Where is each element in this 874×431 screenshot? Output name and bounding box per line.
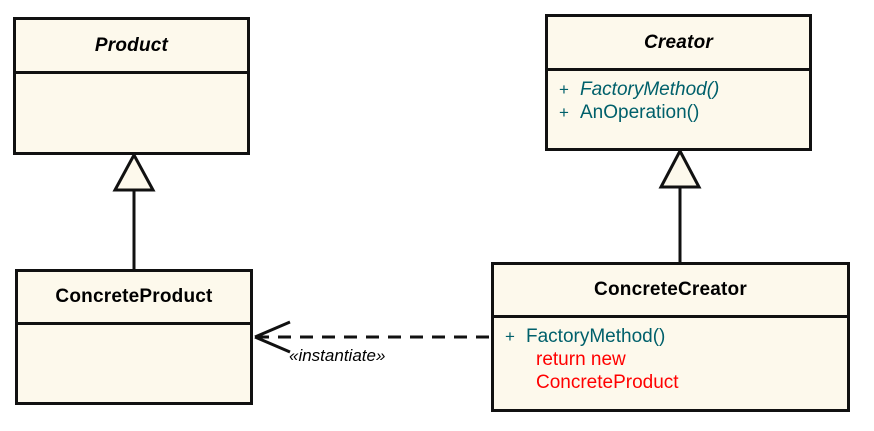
member-visibility: +	[505, 327, 515, 346]
class-members-compartment-creator: + FactoryMethod() + AnOperation()	[548, 71, 809, 148]
class-name-product: Product	[94, 34, 169, 56]
member-row: + FactoryMethod()	[548, 78, 809, 101]
member-name-factorymethod: FactoryMethod()	[580, 79, 720, 100]
member-row: + FactoryMethod()	[494, 325, 847, 348]
member-visibility: +	[559, 80, 569, 99]
dependency-open-arrowhead	[254, 320, 291, 354]
class-name-compartment-product: Product	[16, 20, 247, 74]
class-box-concreteproduct[interactable]: ConcreteProduct	[15, 269, 253, 405]
code-line-concreteproduct: ConcreteProduct	[536, 372, 679, 393]
member-row: + AnOperation()	[548, 101, 809, 124]
generalization-concretecreator-to-creator	[658, 147, 702, 262]
member-visibility: +	[559, 103, 569, 122]
class-name-compartment-concretecreator: ConcreteCreator	[494, 265, 847, 318]
member-name-anoperation: AnOperation()	[580, 102, 700, 123]
class-box-product[interactable]: Product	[13, 17, 250, 155]
class-members-compartment-concretecreator: + FactoryMethod() return new ConcretePro…	[494, 318, 847, 409]
member-name-factorymethod: FactoryMethod()	[526, 326, 666, 347]
code-line-return-new: return new	[536, 349, 626, 370]
class-box-creator[interactable]: Creator + FactoryMethod() + AnOperation(…	[545, 14, 812, 151]
class-name-creator: Creator	[644, 31, 713, 53]
stereotype-instantiate-label: «instantiate»	[289, 346, 386, 365]
generalization-triangle-product	[112, 151, 156, 192]
class-name-compartment-creator: Creator	[548, 17, 809, 71]
generalization-concreteproduct-to-product	[112, 151, 156, 269]
class-members-compartment-concreteproduct	[18, 325, 250, 402]
class-box-concretecreator[interactable]: ConcreteCreator + FactoryMethod() return…	[491, 262, 850, 412]
class-name-compartment-concreteproduct: ConcreteProduct	[18, 272, 250, 325]
generalization-triangle-creator	[658, 147, 702, 189]
class-name-concreteproduct: ConcreteProduct	[55, 286, 213, 307]
class-members-compartment-product	[16, 74, 247, 152]
class-name-concretecreator: ConcreteCreator	[594, 279, 747, 300]
